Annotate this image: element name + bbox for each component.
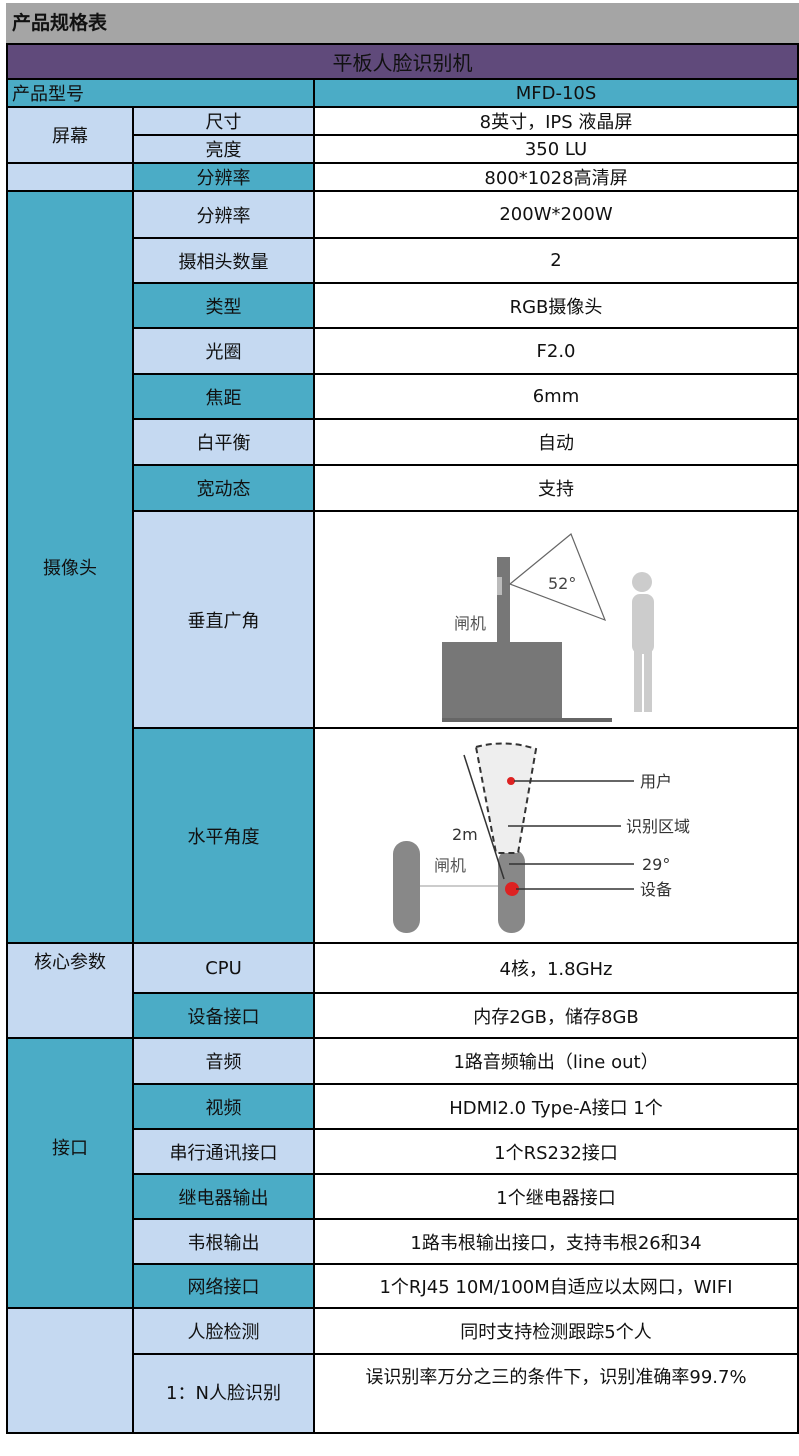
spec-key: 串行通讯接口 bbox=[132, 1128, 315, 1175]
spec-key: 白平衡 bbox=[132, 418, 315, 466]
spec-key: 垂直广角 bbox=[132, 510, 315, 729]
spec-value: 1路音频输出（line out） bbox=[312, 1037, 799, 1085]
spec-key: 视频 bbox=[132, 1083, 315, 1130]
spec-key: 网络接口 bbox=[132, 1263, 315, 1309]
spec-value: 1个继电器接口 bbox=[312, 1173, 799, 1220]
spec-key: 水平角度 bbox=[132, 727, 315, 944]
group-screen: 屏幕 bbox=[6, 106, 134, 164]
spec-key: 韦根输出 bbox=[132, 1218, 315, 1265]
spec-value: 同时支持检测跟踪5个人 bbox=[312, 1307, 799, 1355]
group-ports: 接口 bbox=[6, 1037, 134, 1309]
spec-value: 内存2GB，储存8GB bbox=[312, 992, 799, 1039]
spec-key: 摄相头数量 bbox=[132, 237, 315, 284]
spec-key: 音频 bbox=[132, 1037, 315, 1085]
spec-key: 继电器输出 bbox=[132, 1173, 315, 1220]
spec-value: HDMI2.0 Type-A接口 1个 bbox=[312, 1083, 799, 1130]
spec-value: 1个RJ45 10M/100M自适应以太网口，WIFI bbox=[312, 1263, 799, 1309]
spec-value: 2 bbox=[312, 237, 799, 284]
vertical-angle-diagram: 52° 闸机 bbox=[312, 510, 799, 729]
spec-key: 尺寸 bbox=[132, 106, 315, 136]
spec-key: 设备接口 bbox=[132, 992, 315, 1039]
spec-value: 6mm bbox=[312, 373, 799, 420]
device-label: 设备 bbox=[640, 880, 672, 899]
spec-value: RGB摄像头 bbox=[312, 282, 799, 329]
spec-value: 误识别率万分之三的条件下，识别准确率99.7% bbox=[312, 1353, 799, 1434]
spec-key: 1：N人脸识别 bbox=[132, 1353, 315, 1434]
spec-key: CPU bbox=[132, 942, 315, 994]
spec-value: 4核，1.8GHz bbox=[312, 942, 799, 994]
spec-key: 亮度 bbox=[132, 134, 315, 164]
spec-value: 800*1028高清屏 bbox=[312, 162, 799, 192]
distance-label: 2m bbox=[452, 825, 478, 844]
table-title: 平板人脸识别机 bbox=[5, 43, 799, 80]
device-pole bbox=[497, 557, 510, 642]
spec-value: 自动 bbox=[312, 418, 799, 466]
model-value: MFD-10S bbox=[312, 78, 799, 108]
spec-key: 类型 bbox=[132, 282, 315, 329]
spec-value: 350 LU bbox=[312, 134, 799, 164]
group-camera: 摄像头 bbox=[6, 190, 134, 944]
user-label: 用户 bbox=[640, 772, 672, 791]
gate-body bbox=[442, 642, 562, 722]
horizontal-angle-diagram: 2m 闸机 用户 识别区域 29° 设备 bbox=[312, 727, 799, 944]
sheet-header: 产品规格表 bbox=[6, 3, 799, 43]
gate-label: 闸机 bbox=[454, 614, 486, 633]
spec-value: 1路韦根输出接口，支持韦根26和34 bbox=[312, 1218, 799, 1265]
spec-key: 分辨率 bbox=[132, 162, 315, 192]
angle-label: 52° bbox=[548, 574, 576, 593]
spec-value: 200W*200W bbox=[312, 190, 799, 239]
spec-key: 人脸检测 bbox=[132, 1307, 315, 1355]
spec-value: 1个RS232接口 bbox=[312, 1128, 799, 1175]
model-label: 产品型号 bbox=[6, 78, 315, 108]
zone-label: 识别区域 bbox=[626, 817, 690, 836]
spec-key: 宽动态 bbox=[132, 464, 315, 512]
spec-key: 焦距 bbox=[132, 373, 315, 420]
spec-value: F2.0 bbox=[312, 327, 799, 375]
angle-label: 29° bbox=[642, 855, 670, 874]
spec-key: 分辨率 bbox=[132, 190, 315, 239]
group-core: 核心参数 bbox=[6, 942, 134, 1039]
gate-label: 闸机 bbox=[434, 856, 466, 875]
spec-value: 8英寸，IPS 液晶屏 bbox=[312, 106, 799, 136]
spec-value: 支持 bbox=[312, 464, 799, 512]
spec-key: 光圈 bbox=[132, 327, 315, 375]
empty-cell bbox=[6, 1307, 134, 1434]
empty-cell bbox=[6, 162, 134, 192]
person-silhouette bbox=[632, 572, 654, 712]
